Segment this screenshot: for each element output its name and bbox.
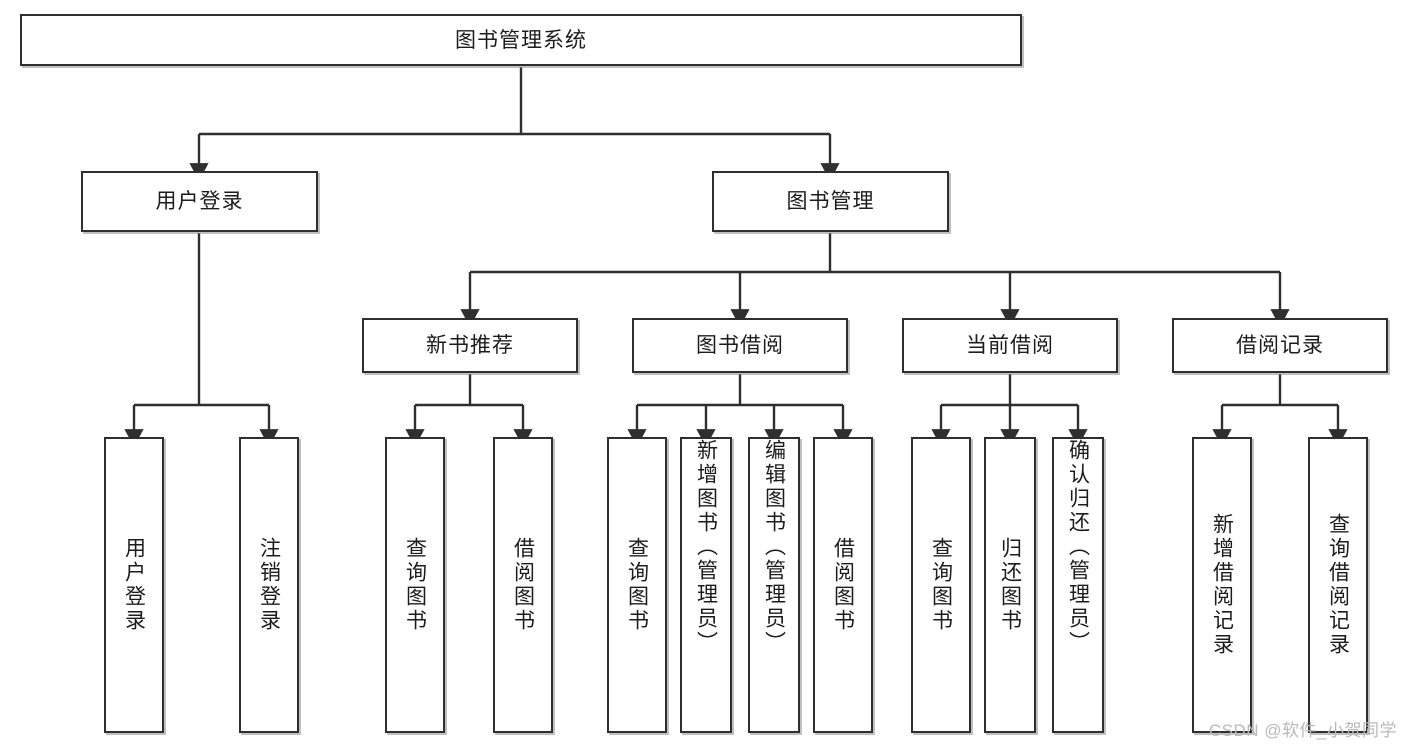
leaf-borrowrecord-query-record-label: 查询借阅记录 <box>1326 513 1350 657</box>
leaf-borrowrecord-query-record[interactable]: 查询借阅记录 <box>1308 437 1368 733</box>
leaf-bookborrow-query-book[interactable]: 查询图书 <box>607 437 667 733</box>
leaf-newbook-query-book[interactable]: 查询图书 <box>385 437 445 733</box>
node-book-manage-label: 图书管理 <box>786 190 875 213</box>
node-user-login-label: 用户登录 <box>155 190 244 213</box>
leaf-bookborrow-query-book-label: 查询图书 <box>625 537 649 633</box>
leaf-bookborrow-borrow-book-label: 借阅图书 <box>831 537 855 633</box>
leaf-bookborrow-borrow-book[interactable]: 借阅图书 <box>813 437 873 733</box>
node-book-borrow-label: 图书借阅 <box>696 334 784 357</box>
leaf-logout-label: 注销登录 <box>257 537 281 633</box>
leaf-bookborrow-add-book-admin-label: 新增图书（管理员） <box>694 439 718 655</box>
node-borrow-record[interactable]: 借阅记录 <box>1172 318 1388 373</box>
leaf-logout[interactable]: 注销登录 <box>239 437 299 733</box>
leaf-bookborrow-add-book-admin[interactable]: 新增图书（管理员） <box>680 437 732 733</box>
leaf-currentborrow-confirm-return-admin-label: 确认归还（管理员） <box>1066 439 1090 655</box>
leaf-user-login[interactable]: 用户登录 <box>104 437 164 733</box>
leaf-newbook-query-book-label: 查询图书 <box>403 537 427 633</box>
node-borrow-record-label: 借阅记录 <box>1236 334 1324 357</box>
node-root-label: 图书管理系统 <box>455 28 587 52</box>
node-current-borrow-label: 当前借阅 <box>966 334 1054 357</box>
leaf-user-login-label: 用户登录 <box>122 537 146 633</box>
leaf-borrowrecord-add-record-label: 新增借阅记录 <box>1210 513 1234 657</box>
leaf-currentborrow-query-book-label: 查询图书 <box>929 537 953 633</box>
node-new-book-recommend[interactable]: 新书推荐 <box>362 318 578 373</box>
leaf-borrowrecord-add-record[interactable]: 新增借阅记录 <box>1192 437 1252 733</box>
leaf-currentborrow-return-book[interactable]: 归还图书 <box>984 437 1036 733</box>
leaf-currentborrow-query-book[interactable]: 查询图书 <box>911 437 971 733</box>
leaf-bookborrow-edit-book-admin[interactable]: 编辑图书（管理员） <box>748 437 800 733</box>
leaf-currentborrow-return-book-label: 归还图书 <box>998 537 1022 633</box>
leaf-currentborrow-confirm-return-admin[interactable]: 确认归还（管理员） <box>1052 437 1104 733</box>
leaf-newbook-borrow-book-label: 借阅图书 <box>511 537 535 633</box>
node-current-borrow[interactable]: 当前借阅 <box>902 318 1118 373</box>
node-user-login[interactable]: 用户登录 <box>81 171 318 232</box>
node-new-book-recommend-label: 新书推荐 <box>426 334 514 357</box>
leaf-bookborrow-edit-book-admin-label: 编辑图书（管理员） <box>762 439 786 655</box>
node-book-manage[interactable]: 图书管理 <box>712 171 949 232</box>
node-root[interactable]: 图书管理系统 <box>20 14 1022 66</box>
node-book-borrow[interactable]: 图书借阅 <box>632 318 848 373</box>
watermark: CSDN @软件_小贺同学 <box>1208 721 1397 740</box>
leaf-newbook-borrow-book[interactable]: 借阅图书 <box>493 437 553 733</box>
